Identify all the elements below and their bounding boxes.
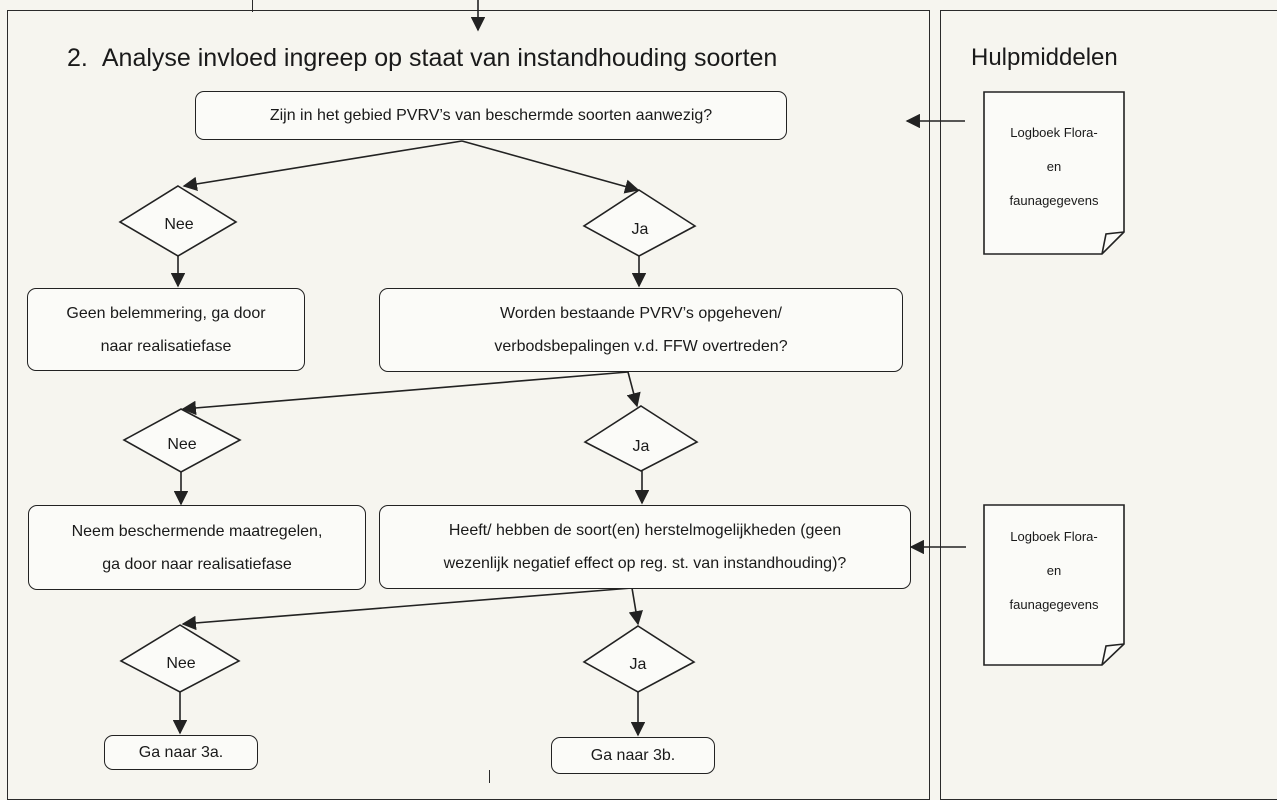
- result-3b-box: Ga naar 3b.: [551, 737, 715, 774]
- doc-shape-1: [983, 91, 1125, 255]
- result-no-belemmering-box: Geen belemmering, ga door naar realisati…: [27, 288, 305, 371]
- q2-no-arrow: [181, 371, 629, 416]
- result-3a-box: Ga naar 3a.: [104, 735, 258, 770]
- section-number: 2.: [67, 44, 88, 72]
- question-2-line2: verbodsbepalingen v.d. FFW overtreden?: [494, 338, 788, 355]
- q2-yes-arrow: [626, 371, 641, 408]
- doc-fold-2: [1101, 643, 1125, 666]
- q1-no-diamond: [118, 185, 238, 257]
- question-2-line1: Worden bestaande PVRV’s opgeheven/: [500, 305, 782, 322]
- q3-yes-arrow: [628, 587, 643, 626]
- result-beschermende-maatregelen-line2: ga door naar realisatiefase: [102, 555, 292, 573]
- section-title: 2. Analyse invloed ingreep op staat van i…: [67, 44, 777, 73]
- q3-yes-label: Ja: [629, 656, 647, 673]
- q1-no-arrow: [182, 140, 463, 192]
- result-beschermende-maatregelen-box: Neem beschermende maatregelen, ga door n…: [28, 505, 366, 590]
- result-beschermende-maatregelen-line1: Neem beschermende maatregelen,: [71, 522, 323, 540]
- doc-shape-2: [983, 504, 1125, 666]
- q3-yes-diamond: [582, 625, 696, 693]
- question-3-box: Heeft/ hebben de soort(en) herstelmogeli…: [379, 505, 911, 589]
- question-2-box: Worden bestaande PVRV’s opgeheven/ verbo…: [379, 288, 903, 372]
- question-3-line1: Heeft/ hebben de soort(en) herstelmogeli…: [448, 522, 842, 539]
- q3-no-diamond: [119, 624, 241, 693]
- flow-connectors: [118, 0, 1125, 737]
- sidebar-title: Hulpmiddelen: [971, 44, 1118, 71]
- logboek-doc-2-line1: Logboek Flora-: [1010, 529, 1098, 544]
- result-3a-text: Ga naar 3a.: [138, 743, 224, 761]
- q1-no-label: Nee: [164, 216, 194, 233]
- question-3-line2: wezenlijk negatief effect op reg. st. va…: [443, 555, 847, 572]
- question-1-text: Zijn in het gebied PVRV’s van beschermde…: [269, 107, 713, 124]
- logboek-doc-2-text: Logboek Flora- en faunagegevens: [984, 520, 1124, 622]
- logboek-doc-1-line1: Logboek Flora-: [1010, 125, 1098, 140]
- q3-no-arrow: [181, 587, 633, 631]
- panel-connector-bottom: [489, 770, 490, 783]
- q2-no-label: Nee: [167, 436, 197, 453]
- q1-yes-label: Ja: [631, 221, 649, 238]
- q2-no-diamond: [122, 408, 242, 473]
- q1-yes-arrow: [461, 140, 640, 194]
- q2-yes-diamond: [583, 405, 699, 472]
- question-1-box: Zijn in het gebied PVRV’s van beschermde…: [195, 91, 787, 140]
- logboek-doc-1-line3: faunagegevens: [1009, 193, 1099, 208]
- logboek-doc-1-text: Logboek Flora- en faunagegevens: [984, 116, 1124, 218]
- result-no-belemmering-line2: naar realisatiefase: [100, 337, 232, 355]
- q2-yes-label: Ja: [632, 438, 650, 455]
- q1-yes-diamond: [582, 189, 697, 257]
- section-title-text: Analyse invloed ingreep op staat van ins…: [101, 44, 778, 72]
- q3-no-label: Nee: [166, 655, 196, 672]
- logboek-doc-2-line3: faunagegevens: [1009, 597, 1099, 612]
- logboek-doc-2-line2: en: [1046, 563, 1062, 578]
- result-no-belemmering-line1: Geen belemmering, ga door: [66, 304, 266, 322]
- doc-fold-1: [1101, 231, 1125, 255]
- logboek-doc-1-line2: en: [1046, 159, 1062, 174]
- panel-connector-top: [252, 0, 253, 12]
- result-3b-text: Ga naar 3b.: [590, 746, 676, 764]
